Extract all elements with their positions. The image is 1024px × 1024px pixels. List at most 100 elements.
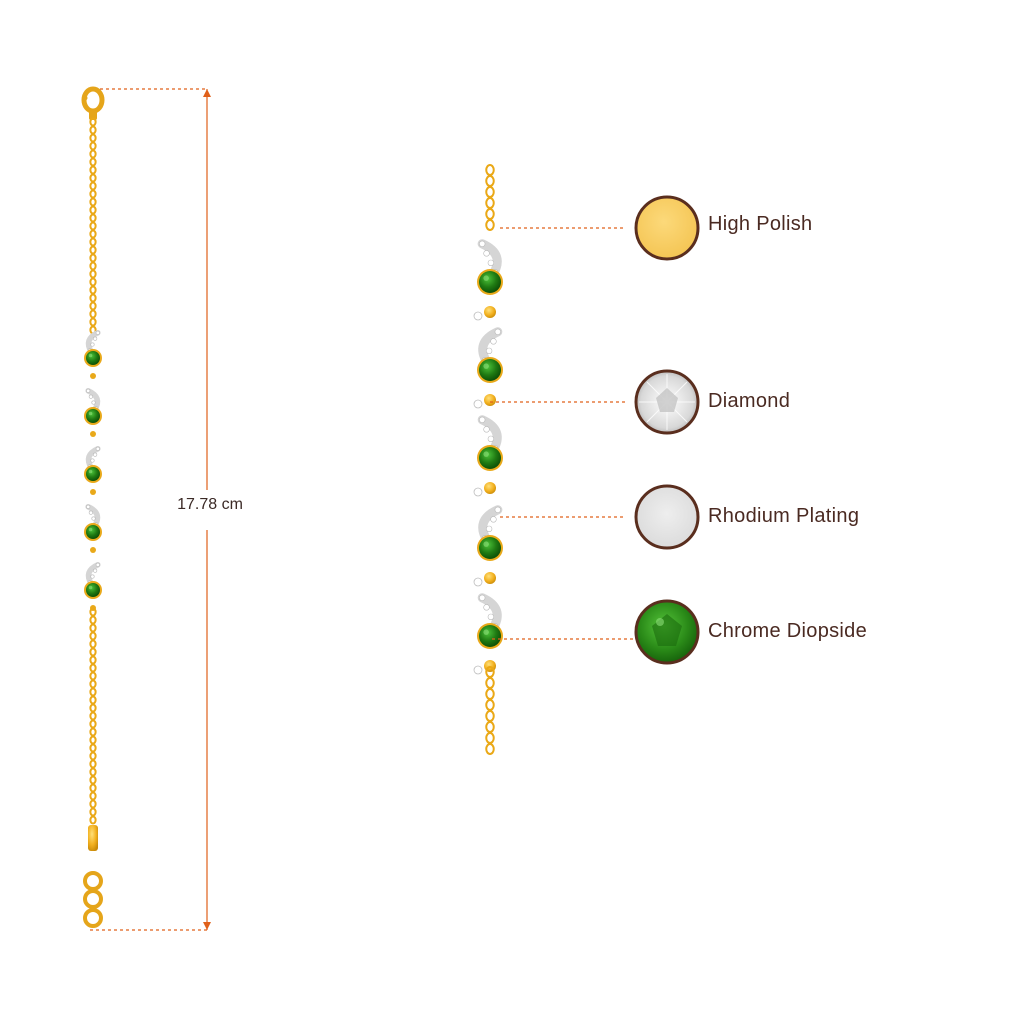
- chain-link: [89, 655, 97, 665]
- gem-highlight: [88, 353, 93, 358]
- gold-bead: [484, 572, 496, 584]
- diamond-stone: [88, 394, 93, 399]
- chain-link: [89, 759, 97, 769]
- chain-link: [89, 695, 97, 705]
- diamond-stone: [494, 328, 501, 335]
- diamond-stone: [93, 336, 98, 341]
- diamond-stone: [90, 342, 95, 347]
- gold-bead: [90, 431, 96, 437]
- chain-link: [89, 783, 97, 793]
- chain-link: [89, 189, 97, 199]
- diamond-stone: [487, 259, 495, 267]
- chain-link: [89, 221, 97, 231]
- gold-bead: [90, 489, 96, 495]
- diamond-stone: [479, 594, 486, 601]
- full-bracelet: [81, 86, 105, 928]
- diamond-stone: [494, 506, 501, 513]
- zoom-chain-bottom: [485, 666, 495, 755]
- chain-link: [89, 791, 97, 801]
- diamond-stone: [473, 665, 483, 675]
- gold-bead: [484, 394, 496, 406]
- chain-link: [89, 317, 97, 327]
- chain-link: [89, 623, 97, 633]
- chain-link: [89, 293, 97, 303]
- diamond-stone: [473, 577, 483, 587]
- chain-link: [485, 688, 495, 700]
- chrome-diopside-gem: [86, 351, 100, 365]
- diamond-stone: [479, 416, 486, 423]
- swatch-chrome-diopside: [634, 599, 700, 665]
- diamond-stone: [95, 562, 100, 567]
- diamond-stone: [86, 388, 91, 393]
- diamond-stone: [485, 525, 493, 533]
- chain-link: [89, 751, 97, 761]
- zoomed-bracelet: [473, 164, 503, 755]
- chain-link: [89, 711, 97, 721]
- gem-highlight: [88, 411, 93, 416]
- legend-label-rhodium-plating: Rhodium Plating: [708, 505, 860, 527]
- chain-link: [89, 727, 97, 737]
- chain-link: [89, 261, 97, 271]
- lobster-clasp: [81, 86, 105, 120]
- diamond-stone: [483, 250, 490, 257]
- chain-link: [89, 679, 97, 689]
- chain-link: [89, 671, 97, 681]
- diamond-stone: [487, 613, 495, 621]
- chain-link: [485, 175, 495, 187]
- chain-link: [89, 703, 97, 713]
- legend-label-chrome-diopside: Chrome Diopside: [708, 620, 868, 642]
- gem-highlight: [483, 541, 489, 547]
- callout-lines: [490, 227, 640, 640]
- chain-link: [485, 710, 495, 722]
- chain-link: [89, 277, 97, 287]
- chain-link: [89, 197, 97, 207]
- diamond-stone: [490, 338, 497, 345]
- chain-link: [89, 743, 97, 753]
- swatch-diamond: [634, 369, 700, 435]
- chain-link: [89, 229, 97, 239]
- chain-link: [89, 639, 97, 649]
- gem-highlight: [483, 275, 489, 281]
- length-measurement: [90, 88, 211, 931]
- chain-link: [89, 237, 97, 247]
- chain-link: [89, 165, 97, 175]
- diamond-stone: [93, 568, 98, 573]
- gem-highlight: [88, 527, 93, 532]
- chain-link: [485, 208, 495, 220]
- diamond-stone: [473, 487, 483, 497]
- chain-link: [485, 197, 495, 209]
- chain-link: [89, 205, 97, 215]
- chain-link: [89, 815, 97, 825]
- diamond-stone: [90, 458, 95, 463]
- chain-link: [89, 269, 97, 279]
- diamond-stone: [86, 504, 91, 509]
- chrome-diopside-gem: [479, 625, 501, 647]
- chrome-diopside-gem: [479, 447, 501, 469]
- chain-link: [485, 677, 495, 689]
- gem-stations: [84, 330, 102, 611]
- chain-link: [485, 164, 495, 176]
- diamond-stone: [473, 399, 483, 409]
- length-label: 17.78 cm: [150, 494, 270, 516]
- zoom-gem-stations: [473, 239, 503, 675]
- chrome-diopside-gem: [86, 467, 100, 481]
- chain-link: [89, 767, 97, 777]
- upper-chain: [89, 117, 97, 335]
- chain-link: [89, 133, 97, 143]
- chain-link: [89, 799, 97, 809]
- chain-link: [485, 699, 495, 711]
- diamond-stone: [479, 240, 486, 247]
- chain-link: [89, 213, 97, 223]
- chain-link: [89, 181, 97, 191]
- chain-link: [89, 647, 97, 657]
- diamond-stone: [95, 330, 100, 335]
- chain-link: [89, 173, 97, 183]
- diamond-stone: [473, 311, 483, 321]
- chain-link: [89, 125, 97, 135]
- chain-link: [89, 157, 97, 167]
- chrome-diopside-gem: [479, 537, 501, 559]
- gem-highlight: [483, 629, 489, 635]
- gem-highlight: [483, 451, 489, 457]
- diamond-stone: [93, 452, 98, 457]
